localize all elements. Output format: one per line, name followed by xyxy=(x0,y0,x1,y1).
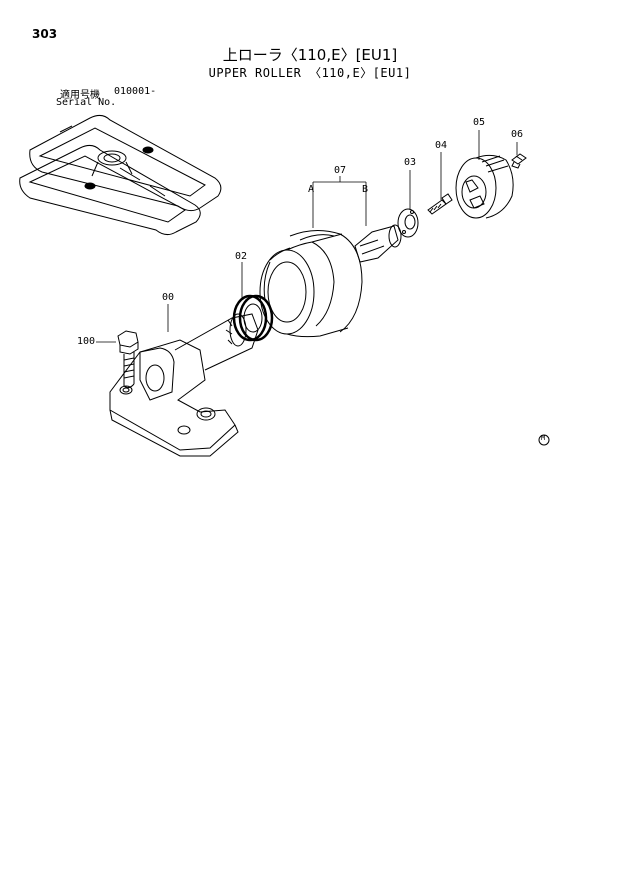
callout-100: 100 xyxy=(77,336,96,347)
circled-m-marker xyxy=(538,434,550,446)
callout-b: B xyxy=(362,184,369,195)
callout-03: 03 xyxy=(404,157,417,168)
serial-value: 010001- xyxy=(114,86,157,97)
bolt-100 xyxy=(117,330,139,389)
callout-leader-lines xyxy=(96,130,518,343)
page-number: 303 xyxy=(32,27,58,41)
callout-07: 07 xyxy=(334,165,347,176)
serial-label-english: Serial No. xyxy=(56,97,117,108)
roller-body-07 xyxy=(259,224,402,338)
shaft-bracket-00 xyxy=(109,313,259,457)
callout-a: A xyxy=(308,184,315,195)
callout-06: 06 xyxy=(511,129,524,140)
screw-04 xyxy=(427,193,453,215)
end-cap-05 xyxy=(455,154,514,219)
undercarriage-overview-inset xyxy=(19,114,222,236)
callout-04: 04 xyxy=(435,140,448,151)
page-title-english: UPPER ROLLER 〈110,E〉[EU1] xyxy=(208,66,412,80)
serial-label-japanese: 適用号機 xyxy=(60,90,100,101)
plug-06 xyxy=(511,153,527,169)
callout-00: 00 xyxy=(162,292,175,303)
callout-05: 05 xyxy=(473,117,486,128)
callout-02: 02 xyxy=(235,251,248,262)
washer-03 xyxy=(397,208,419,238)
page-title-japanese: 上ローラ〈110,E〉[EU1] xyxy=(222,46,398,64)
circled-m-label: M xyxy=(541,434,546,442)
